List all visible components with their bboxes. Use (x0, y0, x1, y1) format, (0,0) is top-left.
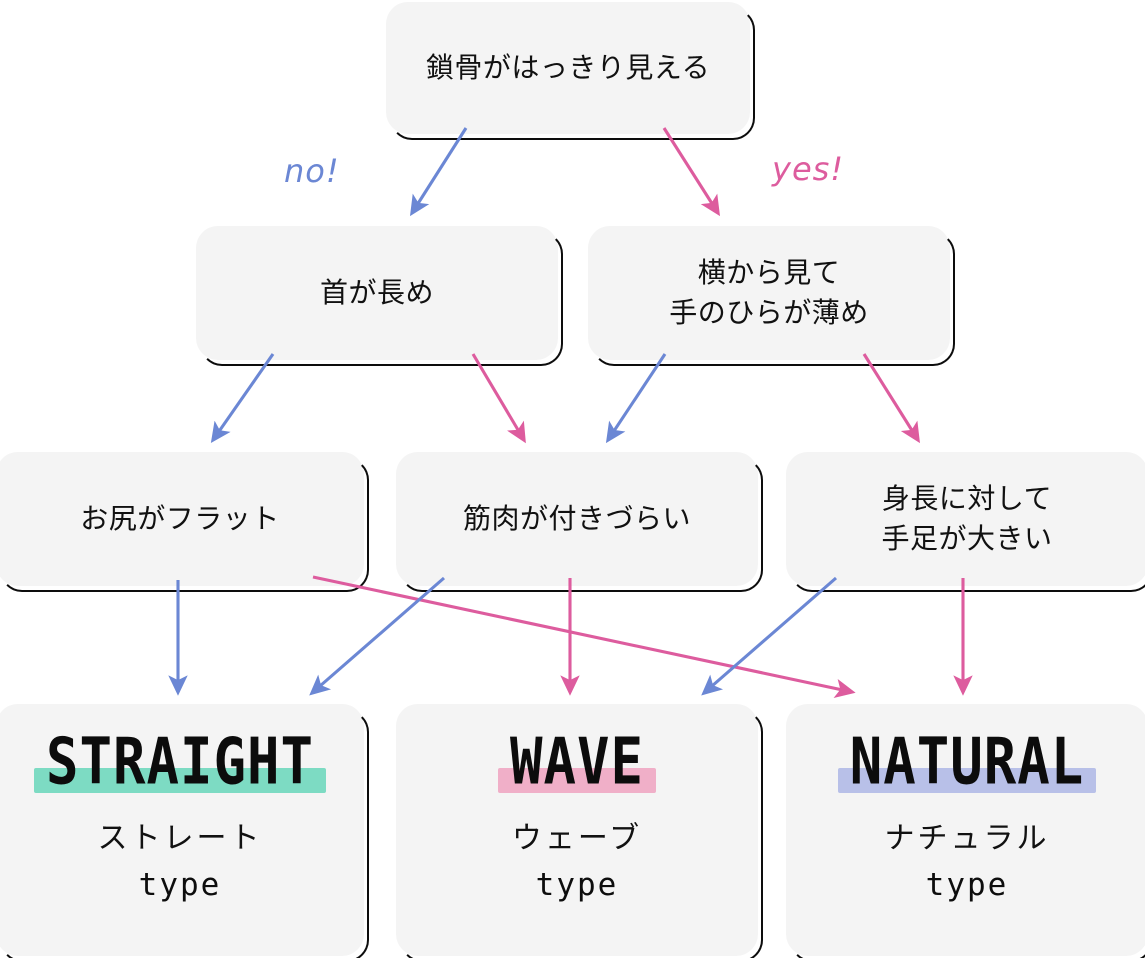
edge-palm-to-limbs (862, 353, 920, 444)
result-title: NATURAL (849, 724, 1085, 799)
result-title: STRAIGHT (45, 724, 315, 799)
edge-palm-to-muscle (605, 353, 667, 444)
result-kana: ウェーブ (511, 822, 643, 855)
result-node-wave[interactable]: WAVE ウェーブ type (396, 704, 763, 958)
result-node-natural[interactable]: NATURAL ナチュラル type (786, 704, 1145, 956)
edge-muscle-to-straight (309, 576, 446, 696)
question-label: 身長に対して 手足が大きい (881, 483, 1053, 554)
edge-hip-to-natural (312, 575, 856, 699)
result-title-wrap: WAVE (497, 730, 657, 794)
question-label: 首が長め (319, 277, 434, 309)
edge-label-yes: yes! (772, 150, 845, 188)
question-node-thin-palm[interactable]: 横から見て 手のひらが薄め (588, 226, 955, 366)
result-type-word: type (925, 866, 1009, 903)
highlight-bar-wave (497, 768, 657, 793)
question-node-long-neck[interactable]: 首が長め (196, 226, 563, 366)
highlight-bar-natural (837, 768, 1097, 793)
result-title-wrap: STRAIGHT (33, 730, 327, 794)
result-title: WAVE (509, 724, 645, 799)
edge-label-no: no! (284, 152, 340, 190)
question-label: お尻がフラット (80, 503, 280, 535)
highlight-bar-straight (33, 768, 327, 793)
question-label: 筋肉が付きづらい (462, 503, 691, 535)
edge-root-to-neck (410, 127, 468, 217)
result-node-straight[interactable]: STRAIGHT ストレート type (0, 704, 369, 958)
edge-limbs-to-wave (701, 576, 838, 696)
result-title-wrap: NATURAL (837, 730, 1097, 794)
result-kana: ストレート (97, 822, 263, 855)
question-node-flat-hip[interactable]: お尻がフラット (0, 452, 369, 592)
edge-neck-to-hip (210, 353, 275, 444)
question-node-clavicle[interactable]: 鎖骨がはっきり見える (386, 2, 755, 140)
result-kana: ナチュラル (884, 822, 1050, 855)
question-node-large-hands-feet[interactable]: 身長に対して 手足が大きい (786, 452, 1145, 592)
question-label: 横から見て 手のひらが薄め (669, 257, 869, 328)
question-node-hard-to-build-muscle[interactable]: 筋肉が付きづらい (396, 452, 763, 592)
result-type-word: type (138, 866, 222, 903)
edge-root-to-palm (662, 127, 720, 217)
edge-neck-to-muscle (471, 353, 526, 444)
result-type-word: type (535, 866, 619, 903)
question-label: 鎖骨がはっきり見える (425, 52, 711, 84)
